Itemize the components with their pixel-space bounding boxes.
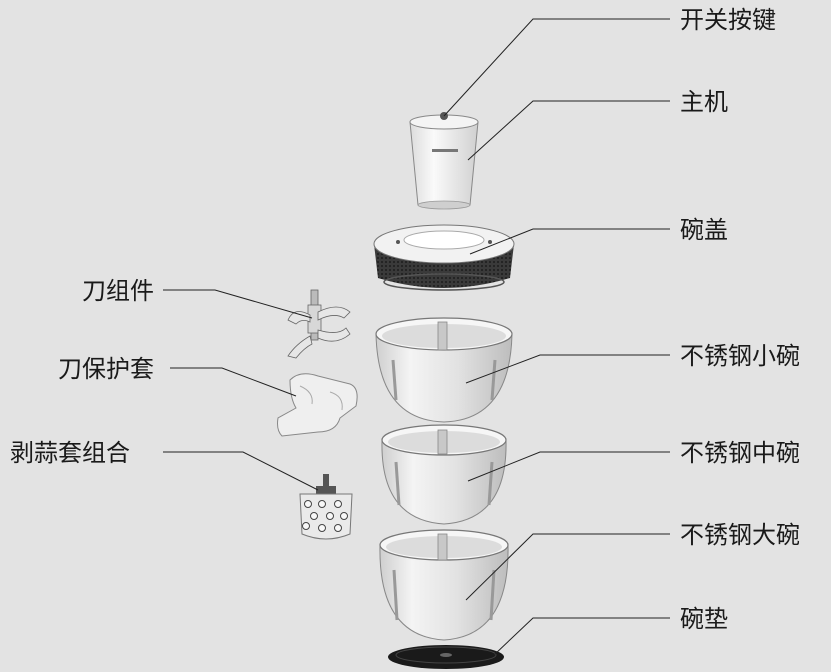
label-medium-bowl: 不锈钢中碗 <box>680 439 800 467</box>
leader-lid <box>469 228 670 255</box>
label-blade-assembly: 刀组件 <box>82 277 154 305</box>
medium-bowl <box>381 424 507 525</box>
large-bowl <box>379 529 509 641</box>
label-garlic-peeler: 剥蒜套组合 <box>10 439 130 467</box>
small-bowl <box>375 317 513 423</box>
blade-guard <box>277 373 358 437</box>
bowl-mat <box>388 645 504 669</box>
label-blade-guard: 刀保护套 <box>58 355 154 383</box>
main-unit <box>409 112 479 210</box>
leader-large-bowl <box>465 533 670 601</box>
blade-assembly <box>287 289 351 359</box>
label-bowl-lid: 碗盖 <box>680 216 728 244</box>
leader-peeler <box>163 451 319 491</box>
leader-lines <box>163 18 670 656</box>
leader-medium-bowl <box>467 451 670 482</box>
leader-blade <box>163 289 313 319</box>
leader-guard <box>170 367 297 397</box>
leader-mat <box>493 617 670 656</box>
garlic-peeler-set <box>299 474 353 540</box>
bowl-lid <box>373 224 515 291</box>
leader-switch <box>443 18 670 117</box>
label-main-unit: 主机 <box>680 88 728 116</box>
leader-small-bowl <box>465 354 670 384</box>
label-bowl-mat: 碗垫 <box>680 605 728 633</box>
brand-logo <box>432 149 458 152</box>
label-switch-button: 开关按键 <box>680 6 776 34</box>
leader-main-unit <box>467 100 670 161</box>
label-large-bowl: 不锈钢大碗 <box>680 521 800 549</box>
label-small-bowl: 不锈钢小碗 <box>680 342 800 370</box>
